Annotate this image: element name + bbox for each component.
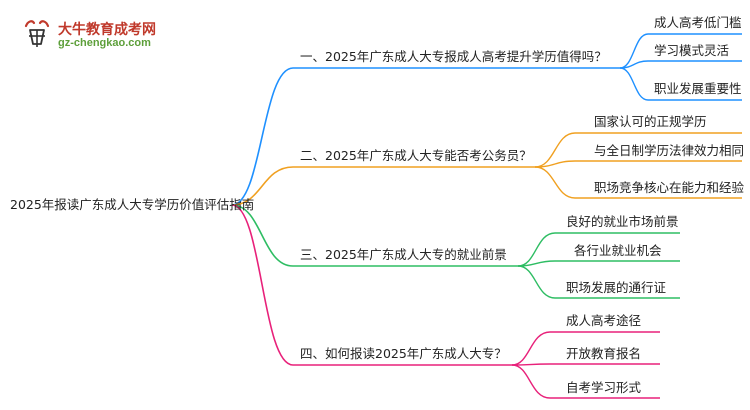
branch-1-leaf-1: 成人高考低门槛 [654,15,742,30]
branch-1-label: 一、2025年广东成人大专报成人高考提升学历值得吗？ [300,49,607,64]
connector-root-branch-1 [231,67,620,206]
connector-branch-1-leaf-2 [619,60,742,69]
connector-root-branch-2 [231,166,535,206]
branch-4-leaf-3: 自考学习形式 [566,380,642,395]
connector-branch-3-leaf-2 [517,260,680,267]
logo-site-url: gz-chengkao.com [58,37,151,49]
connector-branch-4-leaf-1 [511,331,660,366]
connector-root-branch-4 [231,204,512,366]
logo-site-name: 大牛教育成考网 [58,22,156,38]
branch-4-label: 四、如何报读2025年广东成人大专？ [300,346,507,361]
connector-branch-1-leaf-1 [619,33,742,69]
connector-branch-2-leaf-1 [534,132,742,168]
site-logo[interactable]: 大牛教育成考网 gz-chengkao.com [22,16,202,56]
bull-logo-icon [24,20,50,47]
connector-branch-3-leaf-3 [517,265,680,299]
branch-3-leaf-1: 良好的就业市场前景 [566,214,679,229]
branch-3-leaf-3: 职场发展的通行证 [566,280,667,295]
connector-branch-3-leaf-1 [517,232,680,267]
connector-branch-2-leaf-3 [534,166,742,199]
branch-2-leaf-2: 与全日制学历法律效力相同 [594,143,745,158]
connector-branch-4-leaf-3 [511,364,660,399]
branch-1-leaf-3: 职业发展重要性 [654,81,742,96]
branch-3-label: 三、2025年广东成人大专的就业前景 [300,247,507,262]
branch-4-leaf-1: 成人高考途径 [566,313,642,328]
connector-branch-1-leaf-3 [619,67,742,101]
connector-branch-2-leaf-2 [534,160,742,168]
root-node: 2025年报读广东成人大专学历价值评估指南 [10,197,255,212]
branch-1-leaf-2: 学习模式灵活 [654,43,730,58]
branch-2-label: 二、2025年广东成人大专能否考公务员？ [300,148,532,163]
branch-2-leaf-3: 职场竞争核心在能力和经验 [594,180,745,195]
branch-2-leaf-1: 国家认可的正规学历 [594,114,707,129]
branch-3-leaf-2: 各行业就业机会 [574,243,662,258]
connector-branch-4-leaf-2 [511,363,660,366]
branch-4-leaf-2: 开放教育报名 [566,346,642,361]
connector-root-branch-3 [231,204,518,267]
